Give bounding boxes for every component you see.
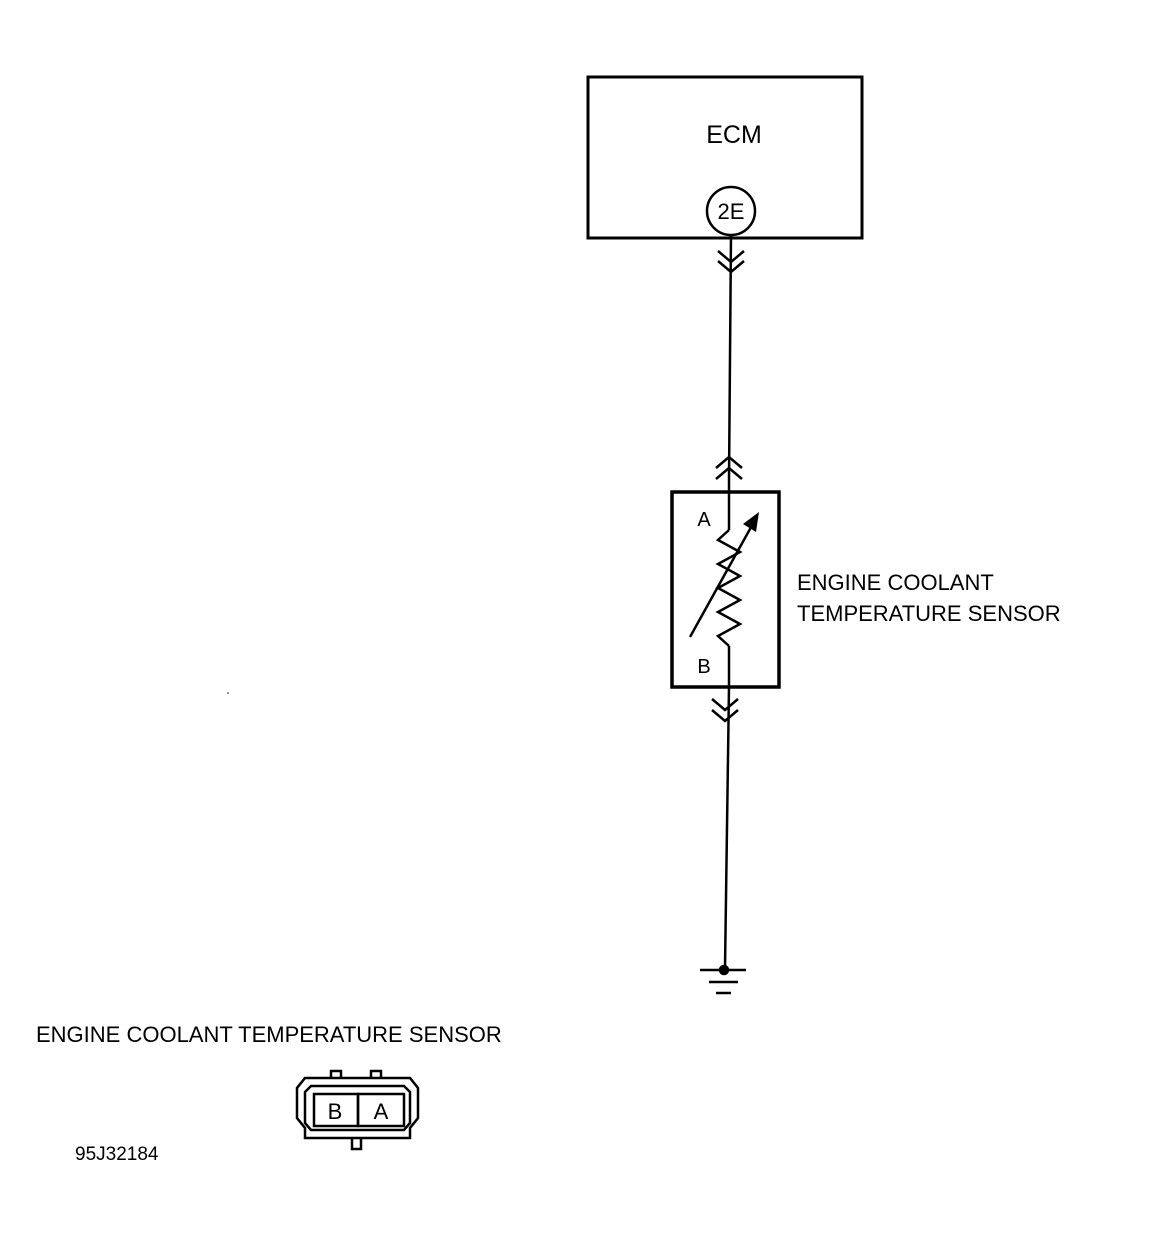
variable-arrow bbox=[688, 519, 757, 638]
ecm-module: ECM 2E bbox=[586, 75, 864, 240]
connector-pin-b: B bbox=[328, 1099, 343, 1124]
sensor-top-connector-symbol bbox=[715, 455, 743, 480]
speck bbox=[227, 692, 229, 694]
ecm-connector-symbol bbox=[717, 250, 745, 274]
ecm-terminal-label: 2E bbox=[718, 199, 745, 224]
thermistor-zigzag bbox=[715, 529, 743, 647]
ground-wire bbox=[723, 686, 731, 969]
coolant-temp-sensor: A B bbox=[670, 480, 781, 689]
sensor-bottom-connector-symbol bbox=[711, 698, 739, 723]
ecm-box bbox=[586, 75, 864, 240]
sensor-box bbox=[670, 490, 781, 689]
connector-pin-a: A bbox=[374, 1099, 389, 1124]
ecm-label: ECM bbox=[706, 121, 762, 149]
signal-wire bbox=[727, 234, 733, 481]
sensor-label-line2: TEMPERATURE SENSOR bbox=[797, 601, 1061, 626]
figure-code: 95J32184 bbox=[75, 1144, 159, 1165]
connector-face bbox=[295, 1069, 420, 1151]
connector-view-title: ENGINE COOLANT TEMPERATURE SENSOR bbox=[36, 1022, 502, 1047]
sensor-label-line1: ENGINE COOLANT bbox=[797, 570, 994, 595]
sensor-terminal-a: A bbox=[697, 509, 711, 531]
ground-symbol bbox=[700, 964, 746, 995]
sensor-terminal-b: B bbox=[697, 656, 710, 678]
